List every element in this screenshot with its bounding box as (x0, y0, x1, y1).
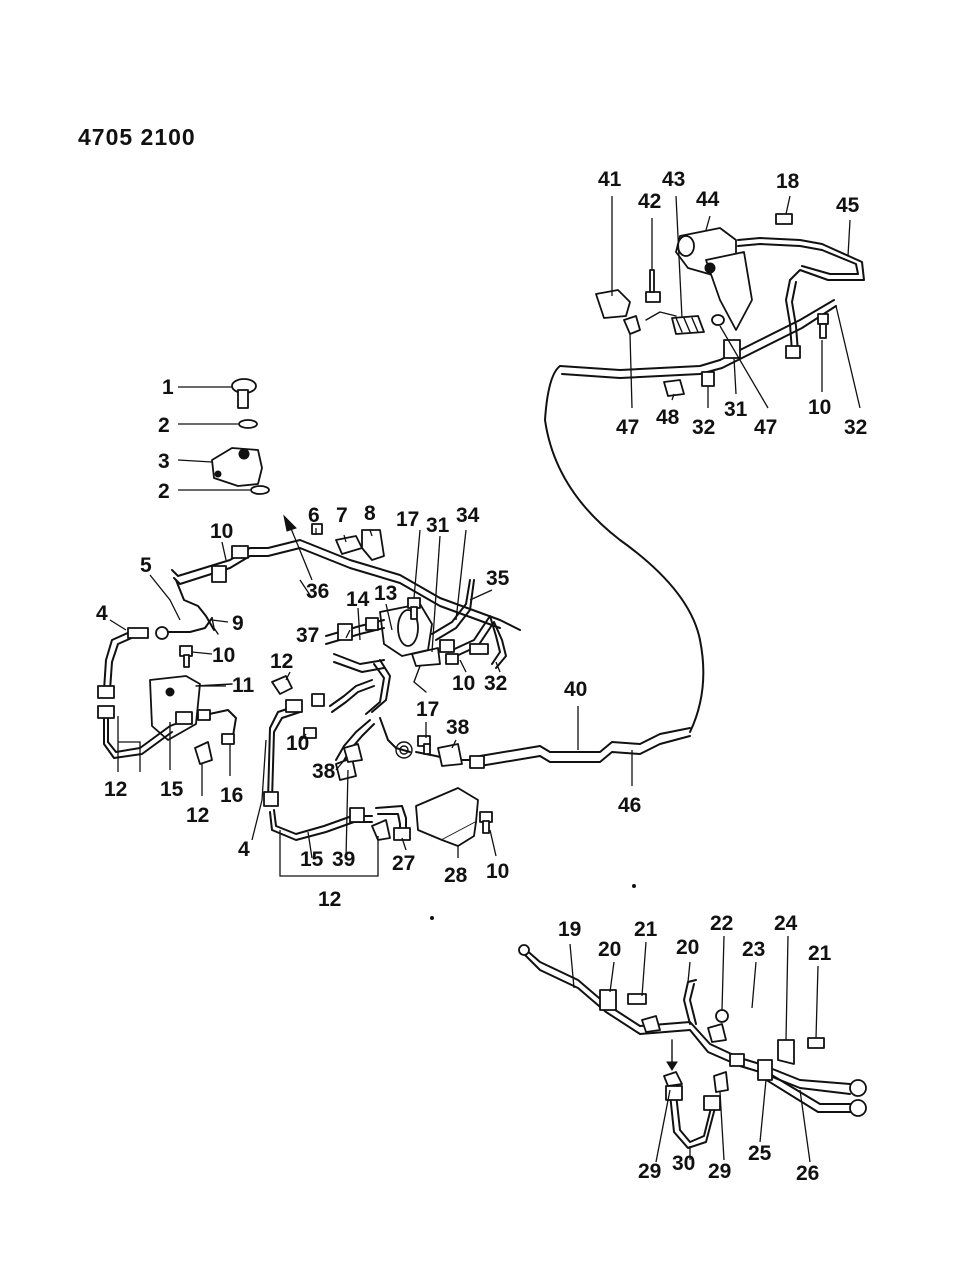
callout: 47 (616, 416, 639, 439)
callout: 34 (456, 504, 480, 527)
callout: 38 (312, 760, 336, 783)
callout: 35 (486, 567, 510, 590)
callout: 10 (808, 396, 831, 419)
callout: 14 (346, 588, 370, 611)
callout: 43 (662, 168, 685, 191)
callout: 13 (374, 582, 397, 605)
callout: 4 (96, 602, 108, 625)
callout: 15 (160, 778, 184, 801)
callout: 45 (836, 194, 860, 217)
callout: 23 (742, 938, 765, 961)
callout: 12 (270, 650, 293, 673)
callout: 6 (308, 504, 320, 527)
callout: 30 (672, 1152, 695, 1175)
part-washer-2 (238, 419, 258, 429)
callout: 12 (186, 804, 209, 827)
callout: 46 (618, 794, 641, 817)
part-washer-2b (250, 485, 270, 495)
callout: 10 (212, 644, 235, 667)
rear-valve-assembly (595, 213, 865, 397)
callout: 26 (796, 1162, 819, 1185)
callout: 40 (564, 678, 587, 701)
callout: 4 (238, 838, 250, 861)
front-right-brake-lines (263, 675, 493, 847)
callout: 5 (140, 554, 152, 577)
callout: 12 (318, 888, 341, 911)
callout: 8 (364, 502, 376, 525)
callout: 10 (286, 732, 309, 755)
clip-20 (599, 989, 617, 1011)
callout: 44 (696, 188, 720, 211)
callout: 24 (774, 912, 798, 935)
callout: 47 (754, 416, 777, 439)
bolt-10-top (211, 565, 227, 583)
callout: 20 (676, 936, 699, 959)
front-left-brake-lines (97, 539, 521, 765)
callout: 16 (220, 784, 243, 807)
callout: 1 (162, 376, 174, 399)
callout: 9 (232, 612, 244, 635)
callout: 36 (306, 580, 329, 603)
callout: 48 (656, 406, 680, 429)
callout: 12 (104, 778, 127, 801)
callout: 25 (748, 1142, 772, 1165)
callout: 32 (692, 416, 715, 439)
callout: 27 (392, 852, 415, 875)
callout: 31 (426, 514, 450, 537)
leader-lines (109, 195, 861, 1163)
part-bracket-3 (211, 447, 263, 487)
callout: 20 (598, 938, 621, 961)
callout: 11 (232, 674, 255, 697)
part-bolt-1 (231, 378, 257, 409)
callout: 7 (336, 504, 348, 527)
callout: 22 (710, 912, 733, 935)
callout: 31 (724, 398, 748, 421)
callout: 21 (808, 942, 832, 965)
callout: 21 (634, 918, 658, 941)
callout-labels: 1 2 3 2 10 5 4 9 10 11 12 15 12 16 6 7 8… (96, 168, 867, 1185)
callout: 39 (332, 848, 355, 871)
callout: 42 (638, 190, 661, 213)
callout: 32 (844, 416, 867, 439)
callout: 2 (158, 414, 170, 437)
long-brake-lines-40-46 (469, 359, 723, 769)
callout: 3 (158, 450, 170, 473)
callout: 38 (446, 716, 470, 739)
callout: 32 (484, 672, 507, 695)
speck (430, 916, 434, 920)
callout: 17 (416, 698, 439, 721)
callout: 29 (708, 1160, 731, 1183)
master-cylinder-assembly (311, 523, 507, 715)
callout: 17 (396, 508, 419, 531)
callout: 37 (296, 624, 319, 647)
callout: 41 (598, 168, 622, 191)
callout: 29 (638, 1160, 661, 1183)
callout: 10 (486, 860, 509, 883)
callout: 19 (558, 918, 581, 941)
diagram-code: 4705 2100 (78, 124, 196, 150)
speck (632, 884, 636, 888)
callout: 15 (300, 848, 324, 871)
callout: 10 (210, 520, 233, 543)
callout: 18 (776, 170, 800, 193)
callout: 10 (452, 672, 475, 695)
rear-brake-lines (518, 944, 867, 1149)
callout: 28 (444, 864, 468, 887)
callout: 2 (158, 480, 170, 503)
clip-10-top (231, 545, 249, 559)
